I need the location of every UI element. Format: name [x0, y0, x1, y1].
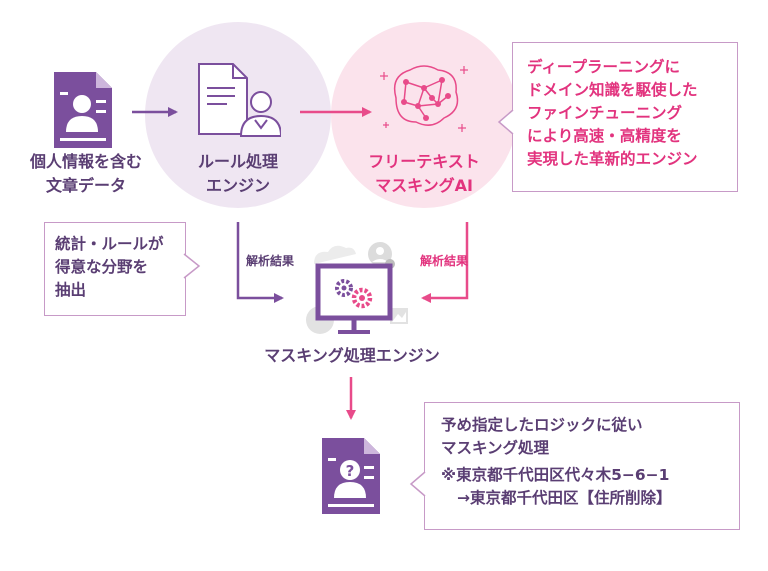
rule-engine-label-line1: ルール処理	[197, 152, 278, 171]
ai-engine-label-line2: マスキングAI	[375, 176, 473, 195]
ai-callout-pointer	[497, 109, 514, 135]
ai-callout-line2: ドメイン知識を駆使した	[527, 81, 698, 99]
masking-engine-label: マスキング処理エンジン	[264, 346, 440, 365]
output-callout-pointer	[409, 471, 426, 497]
arrow-ai-to-masking	[421, 222, 469, 303]
rule-engine-label-line2: エンジン	[205, 176, 270, 195]
ai-engine-label: フリーテキスト マスキングAI	[362, 150, 486, 198]
ai-callout-line1: ディープラーニングに	[527, 58, 680, 76]
neural-network-brain-icon	[380, 65, 468, 132]
ai-callout-line4: により高速・高精度を	[527, 127, 682, 145]
output-callout-line1: 予め指定したロジックに従い	[441, 416, 643, 434]
document-operator-icon	[198, 63, 281, 137]
output-callout-line2: マスキング処理	[441, 439, 550, 457]
monitor-gears-icon	[306, 242, 408, 334]
source-label: 個人情報を含む 文章データ	[30, 150, 142, 198]
rule-callout: 統計・ルールが 得意な分野を 抽出	[44, 222, 186, 316]
rule-callout-line3: 抽出	[55, 281, 87, 299]
output-callout-text: 予め指定したロジックに従い マスキング処理 ※東京都千代田区代々木5−6−1 →…	[441, 414, 672, 510]
ai-callout-line5: 実現した革新的エンジン	[527, 150, 698, 168]
arrow-rule-to-masking	[236, 222, 284, 303]
output-callout: 予め指定したロジックに従い マスキング処理 ※東京都千代田区代々木5−6−1 →…	[424, 402, 740, 530]
ai-callout-line3: ファインチューニング	[527, 104, 683, 122]
rule-engine-label: ルール処理 エンジン	[178, 150, 298, 198]
rule-callout-text: 統計・ルールが 得意な分野を 抽出	[55, 233, 164, 302]
source-label-line1: 個人情報を含む	[30, 152, 143, 171]
document-unknown-person-icon: ?	[322, 438, 380, 514]
edge-label-left: 解析結果	[246, 254, 295, 268]
ai-callout-text: ディープラーニングに ドメイン知識を駆使した ファインチューニング により高速・…	[527, 56, 698, 171]
output-callout-line3: ※東京都千代田区代々木5−6−1	[441, 466, 670, 484]
ai-engine-label-line1: フリーテキスト	[368, 152, 480, 171]
rule-callout-line2: 得意な分野を	[55, 258, 149, 276]
source-label-line2: 文章データ	[45, 176, 126, 195]
output-callout-line4: →東京都千代田区【住所削除】	[457, 489, 672, 507]
edge-label-right: 解析結果	[420, 254, 469, 268]
document-person-icon	[54, 72, 112, 148]
ai-callout: ディープラーニングに ドメイン知識を駆使した ファインチューニング により高速・…	[512, 42, 738, 192]
rule-callout-line1: 統計・ルールが	[55, 235, 164, 253]
rule-callout-pointer	[183, 253, 201, 279]
svg-text:?: ?	[346, 462, 355, 480]
